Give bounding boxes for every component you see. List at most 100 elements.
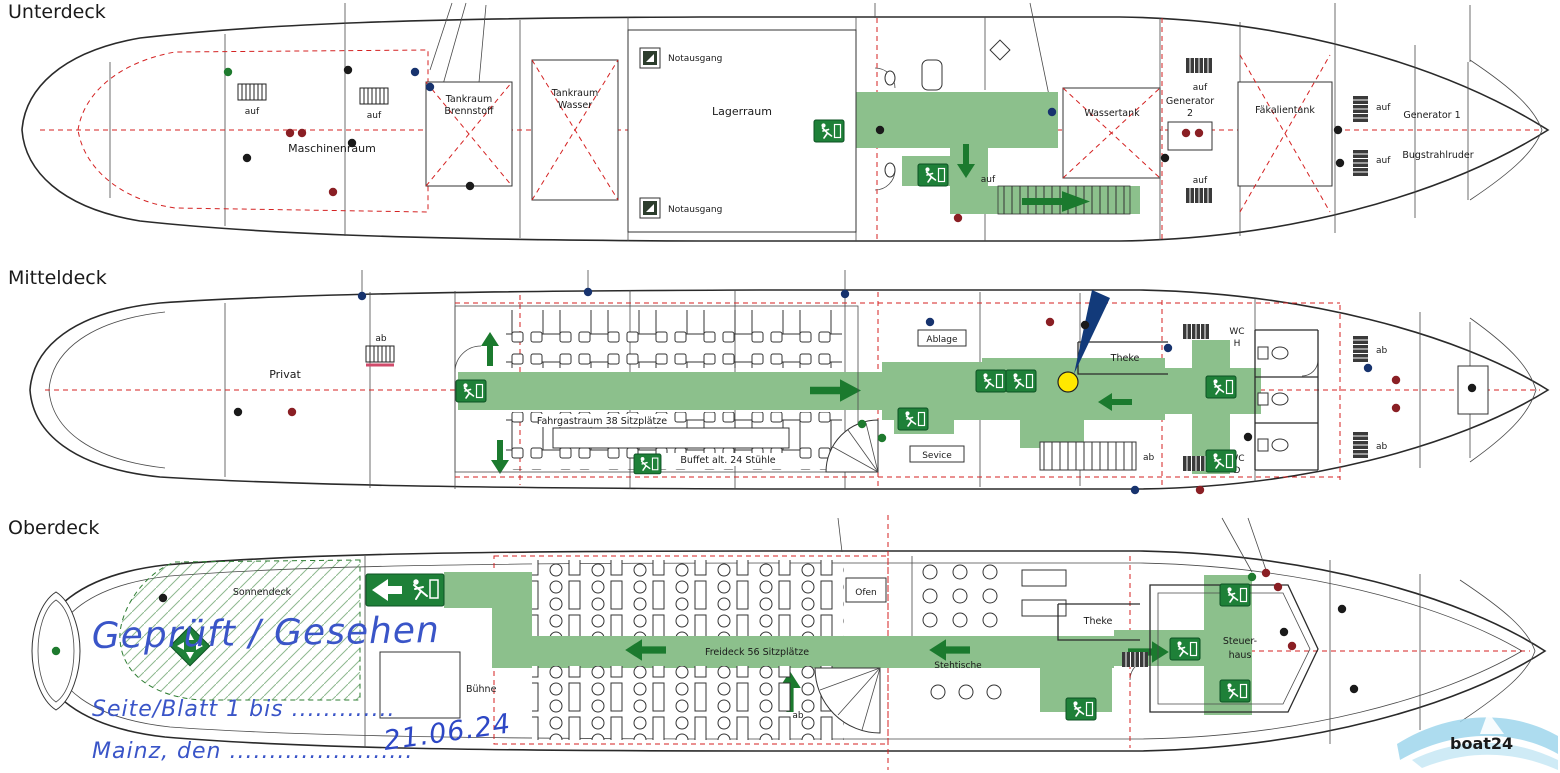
label-tankraum-wasser-1: Tankraum bbox=[551, 88, 599, 99]
label-auf: auf bbox=[1376, 156, 1391, 166]
label-wc-h-2: H bbox=[1234, 339, 1241, 349]
toilet-fixtures bbox=[1257, 346, 1289, 452]
label-notausgang-bottom: Notausgang bbox=[668, 205, 722, 215]
you-are-here-dot bbox=[1057, 371, 1079, 393]
exit-sign bbox=[1205, 375, 1237, 399]
label-ab: ab bbox=[1376, 442, 1388, 452]
label-wc-d-1: WC bbox=[1229, 454, 1244, 464]
rooms-oberdeck: Ofen Stehtische Theke Steuer- haus bbox=[845, 564, 1319, 713]
sonnendeck-area: Sonnendeck bbox=[119, 559, 361, 701]
toilet-fixture-bottom bbox=[884, 162, 896, 178]
deck-title-oberdeck: Oberdeck bbox=[8, 517, 99, 539]
label-stehtische: Stehtische bbox=[934, 661, 982, 671]
stairs-left-mitteldeck: ab bbox=[365, 334, 395, 367]
exit-sign bbox=[897, 407, 929, 431]
valve-diamond bbox=[989, 39, 1011, 61]
label-auf: auf bbox=[1193, 83, 1208, 93]
handwriting-place: Mainz, den ....................... bbox=[92, 739, 413, 764]
handwriting-approved: Geprüft / Gesehen bbox=[91, 610, 440, 657]
label-maschinenraum: Maschinenraum bbox=[288, 142, 376, 155]
equipment-markers-unterdeck bbox=[223, 65, 1345, 223]
handwriting-sheet: Seite/Blatt 1 bis ............. bbox=[92, 697, 396, 722]
steuerhaus-outline bbox=[1149, 584, 1319, 713]
buffet-table bbox=[552, 427, 790, 449]
boat-logo-watermark: boat24 bbox=[1397, 712, 1558, 770]
label-ab: ab bbox=[1376, 346, 1388, 356]
buehne-box bbox=[379, 651, 461, 719]
exit-sign bbox=[975, 369, 1007, 393]
exit-sign bbox=[1065, 697, 1097, 721]
label-freideck: Freideck 56 Sitzplätze bbox=[705, 647, 809, 658]
sail-icon bbox=[1480, 712, 1504, 734]
ofen-box bbox=[845, 577, 887, 603]
exit-sign bbox=[455, 379, 487, 403]
exit-sign-wide bbox=[365, 573, 445, 607]
deck-plan-mitteldeck: Mitteldeck Privat Fahrgastraum 38 Sitzpl… bbox=[8, 267, 1550, 495]
watermark-brand: boat24 bbox=[1450, 734, 1513, 753]
emergency-exit-bottom: Notausgang bbox=[639, 197, 722, 219]
label-generator2-2: 2 bbox=[1187, 108, 1193, 119]
generator2-box bbox=[1167, 121, 1213, 151]
label-auf: auf bbox=[1376, 103, 1391, 113]
long-dash-mitteldeck bbox=[455, 302, 1340, 478]
exit-sign bbox=[917, 163, 949, 187]
stairs-center-oberdeck: ab bbox=[792, 667, 881, 734]
seat-rows-top bbox=[506, 310, 842, 368]
toilet-fixture-top bbox=[884, 70, 896, 86]
label-fahrgastraum: Fahrgastraum 38 Sitzplätze bbox=[537, 416, 667, 427]
label-tankraum-brennstoff-1: Tankraum bbox=[445, 94, 493, 105]
label-tankraum-brennstoff-2: Brennstoff bbox=[444, 106, 494, 117]
label-ofen: Ofen bbox=[855, 588, 877, 598]
deck-title-mitteldeck: Mitteldeck bbox=[8, 267, 107, 289]
theke-counter bbox=[1077, 341, 1168, 375]
label-wc-d-2: D bbox=[1234, 466, 1241, 476]
exit-sign bbox=[1169, 637, 1201, 661]
label-ab: ab bbox=[375, 334, 387, 344]
label-generator1: Generator 1 bbox=[1403, 110, 1460, 121]
exit-sign bbox=[1005, 369, 1037, 393]
escape-route-unterdeck bbox=[808, 92, 1140, 215]
location-pointer bbox=[1074, 290, 1110, 374]
label-ab: ab bbox=[792, 711, 804, 721]
frame-lines-oberdeck bbox=[364, 517, 1536, 748]
label-auf: auf bbox=[367, 111, 382, 121]
label-bugstrahlruder: Bugstrahlruder bbox=[1402, 150, 1473, 161]
stehtische-circles bbox=[922, 564, 1002, 700]
label-faekalientank: Fäkalientank bbox=[1255, 105, 1315, 116]
label-theke-oberdeck: Theke bbox=[1083, 616, 1113, 627]
exit-sign bbox=[1219, 583, 1251, 607]
deck-title-unterdeck: Unterdeck bbox=[8, 1, 106, 23]
label-notausgang-top: Notausgang bbox=[668, 54, 722, 64]
theke-counter-oberdeck bbox=[1057, 603, 1140, 641]
deck-plan-oberdeck: Oberdeck Sonnendeck Freideck 56 Sitzplät… bbox=[8, 515, 1558, 770]
label-steuerhaus-2: haus bbox=[1229, 650, 1252, 661]
engine-room-boundary bbox=[77, 49, 429, 213]
spiral-stairs bbox=[825, 419, 879, 473]
sevice-box bbox=[909, 445, 965, 463]
label-generator2-1: Generator bbox=[1166, 96, 1214, 107]
label-ab: ab bbox=[1143, 453, 1155, 463]
wc-stalls bbox=[1254, 329, 1319, 471]
label-wc-h-1: WC bbox=[1229, 327, 1244, 337]
freideck-seats-top bbox=[532, 560, 844, 636]
label-steuerhaus-1: Steuer- bbox=[1223, 636, 1257, 647]
ablage-box bbox=[917, 329, 967, 347]
label-auf: auf bbox=[1193, 176, 1208, 186]
rooms-mitteldeck: Ablage Theke Sevice ab WC H WC D ab ab bbox=[825, 323, 1489, 476]
exit-sign bbox=[1205, 449, 1237, 473]
label-sonnendeck: Sonnendeck bbox=[233, 587, 292, 598]
exit-sign bbox=[1219, 679, 1251, 703]
label-buehne: Bühne bbox=[466, 684, 497, 695]
equipment-markers-mitteldeck bbox=[233, 287, 1477, 495]
label-lagerraum: Lagerraum bbox=[712, 105, 772, 118]
deck-plan-unterdeck: Unterdeck Maschinenraum Tankraum Brennst… bbox=[8, 1, 1550, 242]
equipment-markers-oberdeck bbox=[51, 568, 1359, 694]
exit-sign bbox=[633, 453, 662, 475]
emergency-exit-top: Notausgang bbox=[639, 47, 722, 69]
exit-sign bbox=[813, 119, 845, 143]
fahrgastraum: Fahrgastraum 38 Sitzplätze Buffet alt. 2… bbox=[454, 305, 859, 473]
label-buffet: Buffet alt. 24 Stühle bbox=[680, 455, 775, 466]
label-wassertank: Wassertank bbox=[1084, 108, 1140, 119]
